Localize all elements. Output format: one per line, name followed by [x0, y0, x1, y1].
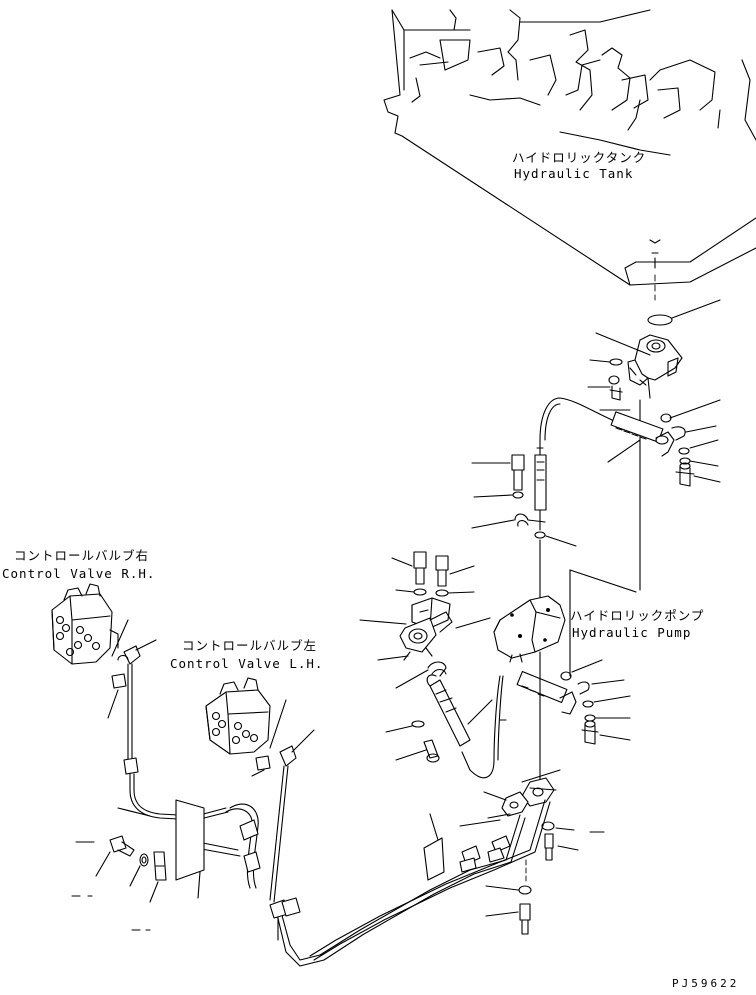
pipe-bundle — [269, 799, 551, 967]
hydraulic-pump-label-en: Hydraulic Pump — [572, 625, 692, 640]
control-valve-lh — [205, 677, 315, 903]
hydraulic-tank — [383, 9, 756, 301]
small-parts-left — [71, 835, 167, 931]
hydraulic-tank-label-jp: ハイドロリックタンク — [512, 150, 647, 165]
hydraulic-pump-label-jp: ハイドロリックポンプ — [570, 608, 705, 623]
control-valve-rh-label-en: Control Valve R.H. — [2, 566, 156, 581]
manifold-bracket — [359, 551, 493, 763]
control-valve-lh-label-en: Control Valve L.H. — [170, 656, 324, 671]
drawing-code: PJ59622 — [672, 977, 740, 990]
vertical-pipe — [471, 439, 577, 621]
control-valve-rh — [51, 583, 261, 899]
hydraulic-pump — [461, 569, 637, 779]
hydraulic-tank-label-en: Hydraulic Tank — [514, 166, 634, 181]
suction-block — [587, 299, 721, 591]
control-valve-lh-label-jp: コントロールバルブ左 — [182, 638, 318, 653]
suction-hose — [539, 397, 721, 487]
lower-flange — [483, 651, 605, 935]
control-valve-rh-label-jp: コントロールバルブ右 — [14, 548, 150, 563]
